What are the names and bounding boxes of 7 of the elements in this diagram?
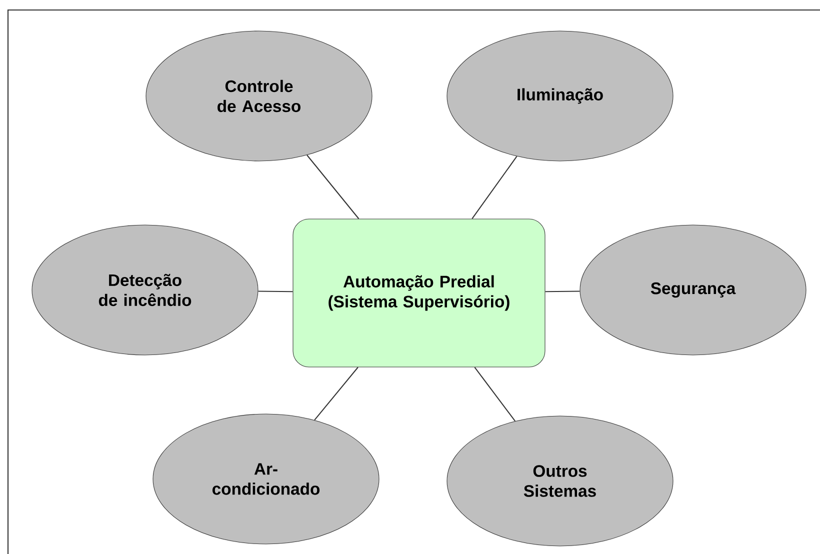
connector-line [474,366,516,422]
connector-line [314,366,358,420]
connector-line [258,290,293,292]
connector-line [306,154,360,220]
connector-line [545,290,580,292]
central-box: Automação Predial (Sistema Supervisório) [292,218,546,368]
connector-line [472,156,518,220]
